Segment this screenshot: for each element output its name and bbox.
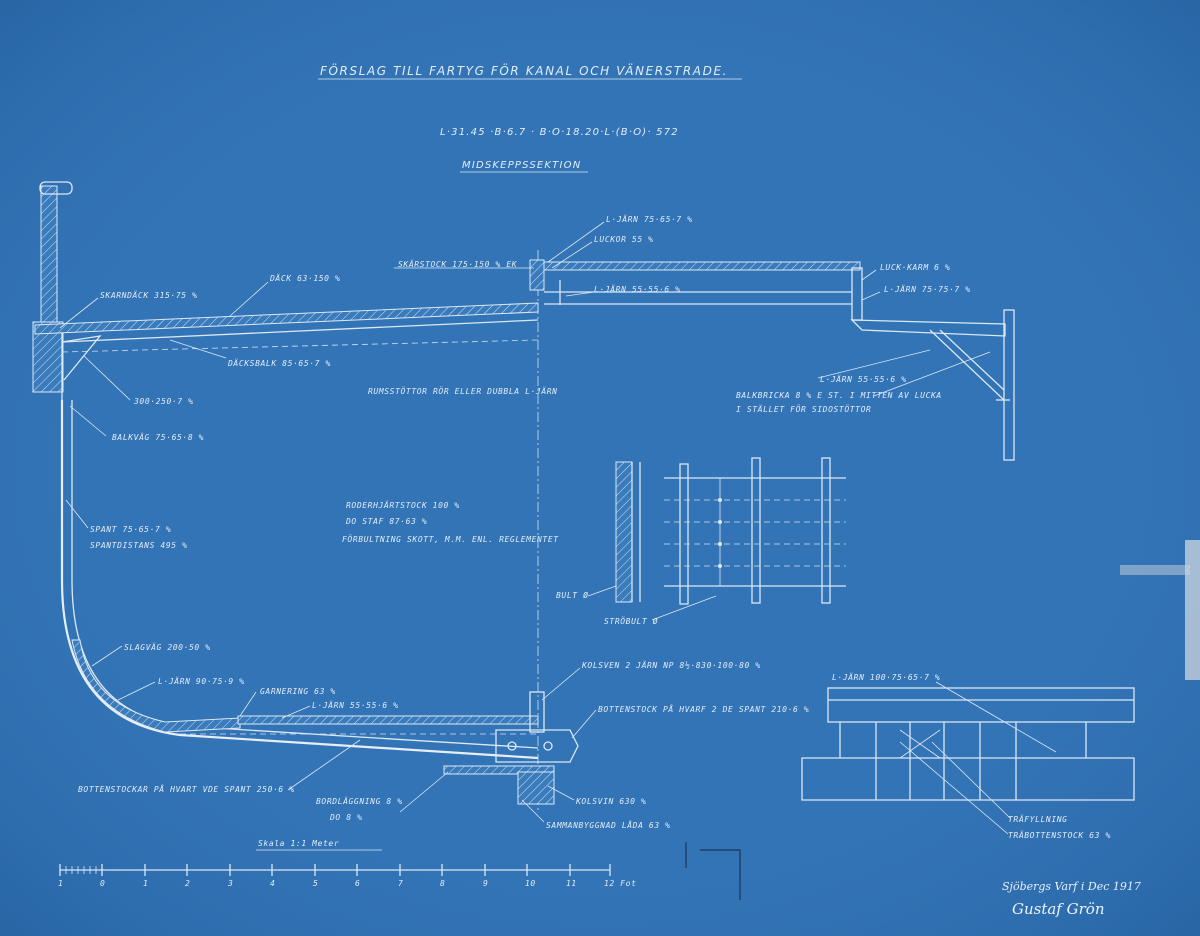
label-bordlaggning: BORDLÄGGNING 8 %: [316, 796, 403, 806]
deck-planking: [34, 302, 539, 335]
label-dacksbalk: DÄCKSBALK 85·65·7 %: [227, 358, 331, 368]
deck-beam: [61, 319, 539, 343]
label-ljarn-556b: L·JÄRN 55·55·6 %: [312, 700, 399, 710]
label-ljarn-90: L·JÄRN 90·75·9 %: [158, 676, 245, 686]
label-sammanbyggning: SAMMANBYGGNAD LÅDA 63 %: [546, 819, 671, 830]
label-spant: SPANT 75·65·7 %: [90, 525, 171, 534]
paper-crease: [1120, 565, 1190, 575]
hatch-cover: [543, 261, 861, 271]
signature-name: Gustaf Grön: [1012, 900, 1104, 918]
label-spantdistans: SPANTDISTANS 495 %: [90, 541, 188, 550]
label-luck-karm: LUCK·KARM 6 %: [880, 263, 950, 272]
scale-end-label: 12 Fot: [604, 879, 637, 888]
scale-tick-1: 0: [100, 879, 105, 888]
scale-tick-8: 7: [398, 879, 403, 888]
scale-tick-2: 1: [143, 879, 148, 888]
label-ljarn-556: L·JÄRN 55·55·6 %: [820, 374, 907, 384]
scale-tick-12: 11: [566, 879, 577, 888]
hatch-coaming-left: [529, 259, 545, 291]
label-do8: DO 8 %: [329, 813, 363, 822]
floor-detail: [801, 687, 1135, 801]
signature-place-date: Sjöbergs Varf i Dec 1917: [1002, 880, 1141, 893]
scale-tick-10: 9: [483, 879, 488, 888]
section-title: MIDSKEPPSSEKTION: [462, 160, 581, 171]
label-trafyllning: TRÄFYLLNING: [1008, 814, 1068, 824]
label-forbultning: FÖRBULTNING SKOTT, M.M. ENL. REGLEMENTET: [342, 534, 559, 544]
label-strobult: STRÖBULT Ø: [604, 616, 658, 626]
scale-bar: [59, 864, 611, 876]
label-bottenstock-right: BOTTENSTOCK PÅ HVARF 2 DE SPANT 210·6 %: [598, 703, 809, 714]
bilge-ceiling: [71, 639, 241, 733]
label-bult: BULT Ø: [556, 590, 589, 600]
label-roder2: DO STAF 87·63 %: [345, 517, 427, 526]
bulwark-post: [40, 185, 58, 327]
hull-side-right: [1003, 309, 1015, 461]
scale-tick-11: 10: [525, 879, 536, 888]
label-ljarn-100: L·JÄRN 100·75·65·7 %: [832, 672, 940, 682]
scale-title: Skala 1:1 Meter: [258, 839, 339, 848]
bolt-hole-2: [543, 741, 553, 751]
scale-tick-4: 3: [227, 879, 233, 888]
bulkhead-detail: [615, 457, 846, 605]
scale-tick-6: 5: [313, 879, 318, 888]
scale-tick-5: 4: [270, 879, 275, 888]
paper-tear: [1185, 540, 1200, 680]
keel-plank: [443, 765, 555, 775]
label-balkbricka: BALKBRICKA 8 % E ST. I MITTEN AV LUCKA: [736, 391, 942, 400]
label-kolsven: KOLSVEN 2 JÄRN NP 8½·830·100·80 %: [581, 660, 761, 670]
label-luckor: LUCKOR 55 %: [594, 235, 654, 244]
label-balkvag: BALKVÄG 75·65·8 %: [112, 432, 204, 442]
brace-right: [929, 329, 1005, 401]
rail-cap: [39, 181, 73, 195]
label-skarstock: SKÄRSTOCK 175·150 % EK: [398, 259, 518, 269]
keel: [517, 771, 555, 805]
floor-ceiling: [237, 715, 539, 725]
dimension-formula: L·31.45 ·B·6.7 · B·O·18.20·L·(B·O)· 572: [440, 127, 679, 138]
label-dack: DÄCK 63·150 %: [269, 273, 340, 283]
label-bottenstock-left: BOTTENSTOCKAR PÅ HVART VDE SPANT 250·6 %: [78, 783, 295, 794]
pencil-mark: [685, 842, 741, 900]
scale-tick-7: 6: [355, 879, 360, 888]
keelson: [529, 691, 545, 733]
label-istallet: I STÄLLET FÖR SIDOSTÖTTOR: [736, 404, 871, 414]
label-ljarn-right: L·JÄRN 75·75·7 %: [884, 284, 971, 294]
label-slagvag: SLAGVÄG 200·50 %: [124, 642, 211, 652]
side-deck-right: [850, 319, 1006, 337]
label-garnering: GARNERING 63 %: [260, 687, 336, 696]
label-skarndack: SKARNDÄCK 315·75 %: [100, 290, 198, 300]
label-angle-300: 300·250·7 %: [133, 397, 194, 406]
leader-lines: [59, 221, 1057, 835]
label-rumsstottor: RUMSSTÖTTOR RÖR ELLER DUBBLA L·JÄRN: [368, 386, 558, 396]
label-ljarn-top: L·JÄRN 75·65·7 %: [606, 214, 693, 224]
floor-plate: [495, 729, 579, 763]
label-trabottenstock: TRÄBOTTENSTOCK 63 %: [1008, 830, 1111, 840]
label-ljarn-55: L·JÄRN 55·55·6 %: [594, 284, 681, 294]
label-roder1: RODERHJÄRTSTOCK 100 %: [346, 500, 460, 510]
scale-tick-0: 1: [58, 879, 63, 888]
drawing-title: FÖRSLAG TILL FARTYG FÖR KANAL OCH VÄNERS…: [320, 62, 728, 78]
beam-knee: [61, 335, 102, 381]
bolt-hole-1: [507, 741, 517, 751]
scale-tick-9: 8: [440, 879, 445, 888]
scale-tick-3: 2: [185, 879, 190, 888]
label-kolsvin: KOLSVIN 630 %: [575, 797, 646, 806]
